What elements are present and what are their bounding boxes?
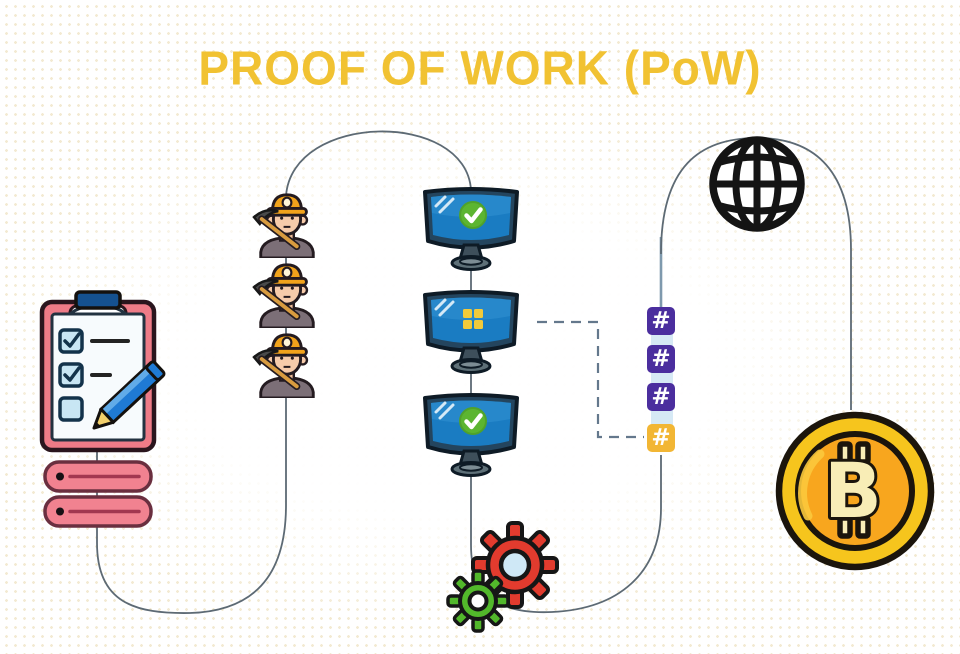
bitcoin-letter: B <box>824 446 882 535</box>
miner-icon <box>248 328 326 398</box>
hash-block-icon: # <box>647 307 675 335</box>
green-gear-icon <box>446 569 510 633</box>
verified-computer-icon <box>421 184 521 276</box>
transaction-list-bars-icon <box>43 460 153 528</box>
hash-block-yellow-icon: # <box>647 424 675 452</box>
verified-computer-icon <box>421 390 521 482</box>
miner-icon <box>248 188 326 258</box>
checklist-clipboard-icon <box>39 290 166 453</box>
hash-block-icon: # <box>647 383 675 411</box>
miner-icon <box>248 258 326 328</box>
bitcoin-coin-icon: B <box>775 411 935 571</box>
processing-gears-icon <box>446 521 559 633</box>
network-globe-icon <box>709 136 805 232</box>
dashed-hash-link <box>537 320 644 439</box>
red-gear-icon <box>471 521 559 609</box>
pen-icon <box>92 360 166 430</box>
hash-block-icon: # <box>647 345 675 373</box>
working-computer-icon <box>421 287 521 379</box>
diagram-title: PROOF OF WORK (PoW) <box>198 40 762 95</box>
